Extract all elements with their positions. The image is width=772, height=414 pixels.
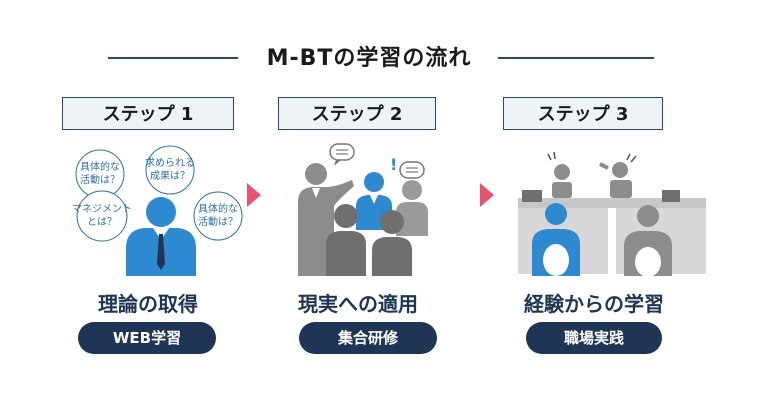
- listener-blue-figure: [356, 172, 392, 230]
- svg-text:活動は？: 活動は？: [80, 173, 120, 186]
- svg-text:具体的な: 具体的な: [80, 160, 120, 173]
- speech-bubble-icon: [329, 143, 355, 166]
- step-1-caption: 理論の取得: [98, 292, 198, 316]
- step-3-caption: 経験からの学習: [524, 292, 664, 316]
- listener-right-figure: [396, 180, 428, 236]
- seated-person-right: [372, 210, 412, 276]
- speech-bubble-icon-2: [399, 161, 425, 179]
- step-3-method-badge: 職場実践: [526, 322, 662, 354]
- thought-bubble-3: マネジメント とは？: [72, 190, 132, 242]
- svg-text:具体的な: 具体的な: [198, 202, 238, 215]
- title-divider-left: [108, 57, 238, 59]
- thought-bubble-4: 具体的な 活動は？: [193, 191, 243, 241]
- presenter-figure: [298, 163, 354, 276]
- title-divider-right: [498, 57, 654, 59]
- step-2-illustration: !: [274, 140, 474, 280]
- step-3-header: ステップ 3: [503, 97, 663, 130]
- step-1-header: ステップ 1: [62, 97, 234, 130]
- seated-person-left: [326, 204, 366, 276]
- svg-text:!: !: [390, 155, 397, 174]
- svg-text:活動は？: 活動は？: [198, 215, 238, 228]
- svg-text:とは？: とは？: [87, 216, 117, 228]
- thought-bubble-2: 求められる 成果は？: [145, 145, 195, 195]
- svg-text:求められる: 求められる: [145, 157, 195, 169]
- title-area: M-BTの学習の流れ: [0, 38, 772, 78]
- step-1-illustration: 具体的な 活動は？ 求められる 成果は？ マネジメント とは？ 具体的な 活動は…: [58, 140, 258, 280]
- arrow-step-1-to-2: [247, 183, 261, 207]
- exclamation-icon: !: [390, 155, 397, 174]
- worker-blue-figure: [532, 203, 580, 276]
- step-2-caption: 現実への適用: [298, 292, 418, 316]
- step-2-header: ステップ 2: [278, 97, 436, 130]
- worker-gray-figure: [624, 205, 672, 277]
- thought-bubble-1: 具体的な 活動は？: [75, 149, 125, 199]
- svg-text:成果は？: 成果は？: [150, 170, 190, 182]
- step-1-method-badge: WEB学習: [78, 322, 216, 354]
- arrow-step-2-to-3: [480, 183, 494, 207]
- alert-icon: [547, 151, 637, 163]
- businessman-figure: [126, 197, 196, 276]
- page-title: M-BTの学習の流れ: [266, 46, 472, 71]
- step-3-illustration: [512, 140, 712, 280]
- svg-text:マネジメント: マネジメント: [72, 203, 132, 215]
- step-2-method-badge: 集合研修: [299, 322, 437, 354]
